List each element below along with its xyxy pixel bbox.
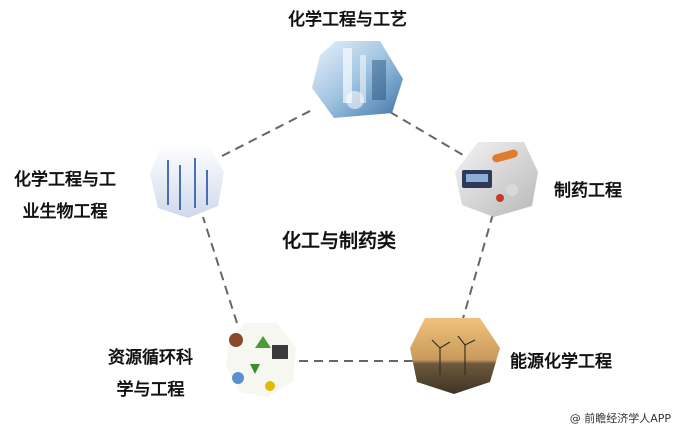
node-bottom-right-label: 能源化学工程 [510, 352, 612, 372]
node-top-label: 化学工程与工艺 [288, 10, 407, 30]
edge-right-bottom-right [461, 213, 494, 323]
center-title: 化工与制药类 [282, 230, 397, 252]
node-left-label: 化学工程与工 业生物工程 [14, 164, 116, 228]
edge-top-right [389, 111, 464, 156]
node-bottom-left-label: 资源循环科 学与工程 [108, 342, 193, 406]
node-top-image [312, 41, 403, 118]
node-right-image [455, 142, 538, 217]
node-bottom-left-image [226, 323, 296, 397]
edge-bottom-left-left [202, 216, 238, 324]
watermark: @ 前瞻经济学人APP [569, 412, 671, 425]
node-bottom-right-image [410, 318, 500, 394]
node-right-label: 制药工程 [554, 181, 622, 201]
node-left-image [150, 143, 224, 218]
node-bottom-left-label-line-1: 资源循环科 [108, 348, 193, 368]
node-left-label-line-2: 业生物工程 [22, 202, 108, 222]
node-bottom-left-label-line-2: 学与工程 [116, 380, 185, 400]
node-left-label-line-1: 化学工程与工 [14, 170, 116, 190]
edge-left-top [221, 109, 313, 157]
diagram-edges [202, 109, 494, 362]
